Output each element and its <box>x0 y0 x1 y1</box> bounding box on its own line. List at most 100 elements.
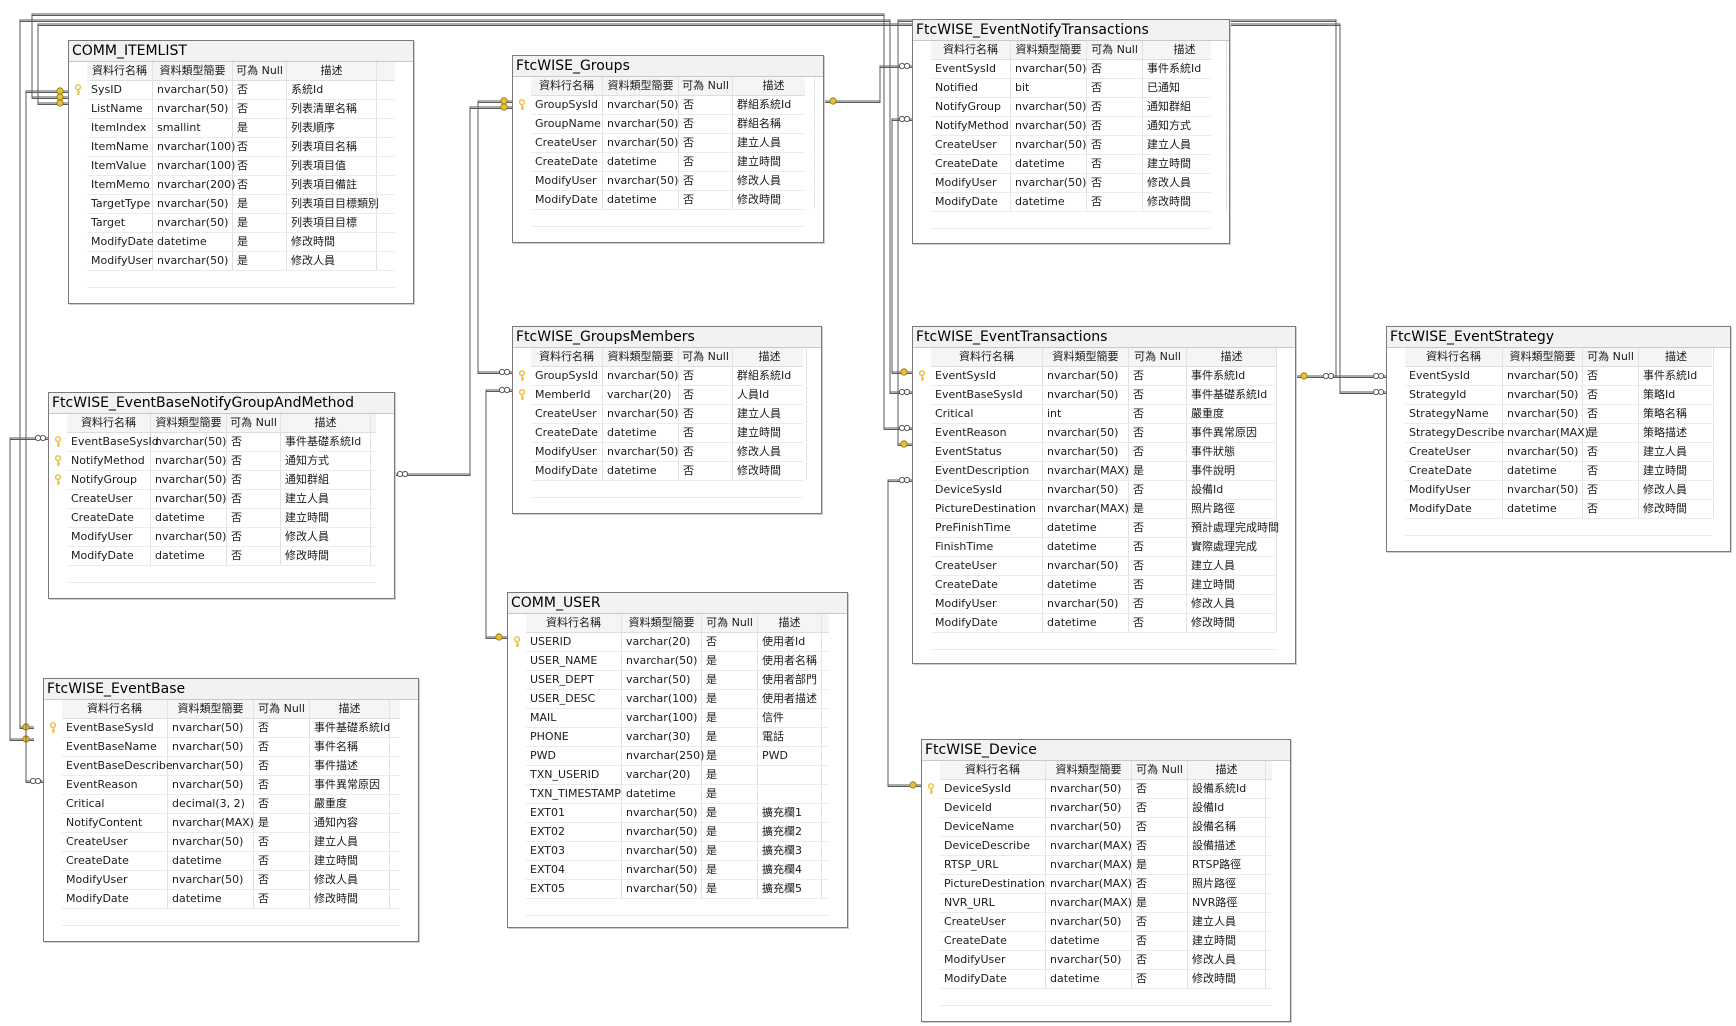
new-row-placeholder[interactable] <box>67 566 376 583</box>
new-row-placeholder[interactable] <box>526 899 829 916</box>
table-title[interactable]: FtcWISE_EventBase <box>44 679 418 700</box>
new-row-placeholder[interactable] <box>87 271 395 288</box>
new-row-placeholder[interactable] <box>62 909 400 926</box>
table-title[interactable]: COMM_USER <box>508 593 847 614</box>
table-title[interactable]: FtcWISE_GroupsMembers <box>513 327 821 348</box>
new-row-placeholder[interactable] <box>1405 519 1712 536</box>
table-title[interactable]: FtcWISE_EventNotifyTransactions <box>913 20 1229 41</box>
table-title[interactable]: FtcWISE_EventBaseNotifyGroupAndMethod <box>49 393 394 414</box>
new-row-placeholder[interactable] <box>940 989 1272 1006</box>
table-title[interactable]: FtcWISE_Groups <box>513 56 823 77</box>
table-title[interactable]: COMM_ITEMLIST <box>69 41 413 62</box>
relationship-line[interactable] <box>477 97 512 376</box>
